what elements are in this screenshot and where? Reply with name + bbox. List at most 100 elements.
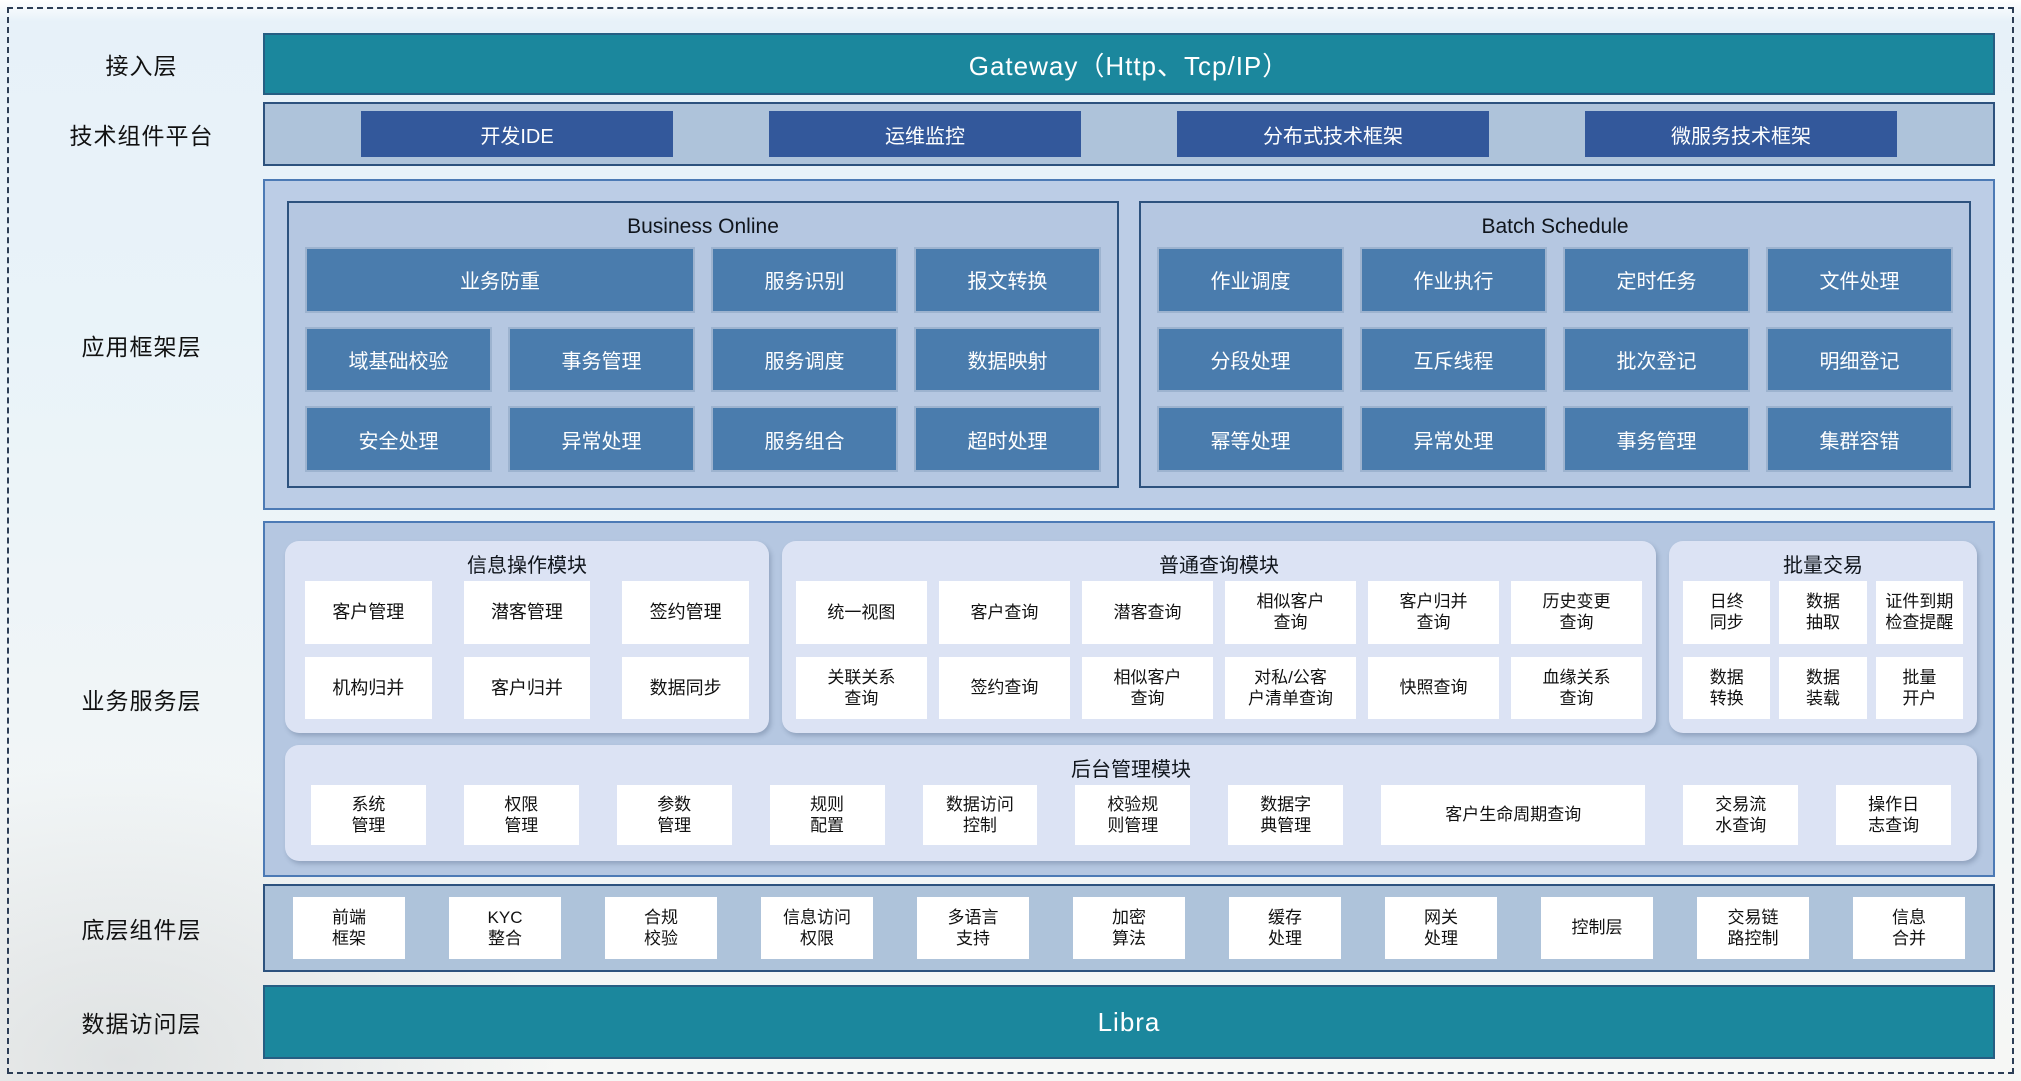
framework-item: 幂等处理	[1157, 406, 1344, 472]
framework-item: 集群容错	[1766, 406, 1953, 472]
base-component-item: 合规 校验	[605, 897, 717, 959]
admin-module-title: 后台管理模块	[1071, 758, 1191, 781]
common-query-title: 普通查询模块	[1158, 554, 1279, 577]
business-modules-row: 信息操作模块 客户管理潜客管理签约管理机构归并客户归并数据同步 普通查询模块 统…	[285, 541, 1977, 733]
service-item: 日终 同步	[1683, 581, 1771, 644]
service-item: 签约查询	[938, 656, 1070, 719]
service-item: 数据同步	[622, 656, 749, 719]
service-item: 数据 抽取	[1779, 581, 1867, 644]
gateway-bar: Gateway（Http、Tcp/IP）	[263, 33, 1995, 95]
base-component-item: 前端 框架	[293, 897, 405, 959]
service-item: 对私/公客 户清单查询	[1224, 656, 1356, 719]
common-query-module: 普通查询模块 统一视图客户查询潜客查询相似客户 查询客户归并 查询历史变更 查询…	[781, 541, 1657, 733]
framework-item: 报文转换	[914, 247, 1101, 313]
framework-item: 分段处理	[1157, 326, 1344, 393]
service-item: 数据 转换	[1683, 656, 1771, 719]
service-item: 参数 管理	[616, 785, 732, 845]
batch-schedule-grid: 作业调度作业执行定时任务文件处理分段处理互斥线程批次登记明细登记幂等处理异常处理…	[1157, 247, 1953, 472]
tech-platform-item: 运维监控	[769, 111, 1081, 157]
base-component-item: 信息 合并	[1853, 897, 1965, 959]
libra-bar: Libra	[263, 985, 1995, 1059]
service-item: 证件到期 检查提醒	[1875, 581, 1963, 644]
admin-module: 后台管理模块 系统 管理权限 管理参数 管理规则 配置数据访问 控制校验规 则管…	[285, 745, 1977, 861]
service-item: 客户归并	[463, 656, 591, 719]
framework-item: 事务管理	[508, 326, 695, 393]
framework-item: 作业调度	[1157, 247, 1344, 313]
batch-trade-grid: 日终 同步数据 抽取证件到期 检查提醒数据 转换数据 装载批量 开户	[1683, 581, 1963, 719]
service-item: 潜客管理	[463, 581, 591, 644]
tech-platform-item: 分布式技术框架	[1177, 111, 1489, 157]
business-online-title: Business Online	[627, 215, 779, 238]
framework-item: 服务调度	[711, 326, 898, 393]
service-item: 客户管理	[305, 581, 432, 644]
framework-item: 数据映射	[914, 326, 1101, 393]
service-item: 血缘关系 查询	[1511, 656, 1643, 719]
service-item: 关联关系 查询	[795, 656, 927, 719]
service-item: 统一视图	[795, 581, 927, 644]
base-component-item: 控制层	[1541, 897, 1653, 959]
service-item: 权限 管理	[463, 785, 579, 845]
framework-item: 服务识别	[711, 247, 898, 313]
data-access-row: 数据访问层 Libra	[20, 985, 1995, 1059]
tech-platform-row: 技术组件平台 开发IDE 运维监控 分布式技术框架 微服务技术框架	[20, 102, 1995, 166]
tech-platform-panel: 开发IDE 运维监控 分布式技术框架 微服务技术框架	[263, 102, 1995, 166]
framework-item: 异常处理	[1360, 406, 1547, 472]
framework-item: 安全处理	[305, 406, 492, 472]
base-component-item: 交易链 路控制	[1697, 897, 1809, 959]
framework-item: 明细登记	[1766, 326, 1953, 393]
info-operation-module: 信息操作模块 客户管理潜客管理签约管理机构归并客户归并数据同步	[285, 541, 769, 733]
framework-item: 服务组合	[711, 406, 898, 472]
base-component-item: 加密 算法	[1073, 897, 1185, 959]
tech-platform-label: 技术组件平台	[69, 123, 214, 149]
service-item: 机构归并	[305, 656, 432, 719]
batch-trade-module: 批量交易 日终 同步数据 抽取证件到期 检查提醒数据 转换数据 装载批量 开户	[1669, 541, 1977, 733]
framework-item: 批次登记	[1563, 326, 1750, 393]
batch-schedule-title: Batch Schedule	[1481, 215, 1629, 238]
service-item: 客户归并 查询	[1368, 581, 1500, 644]
base-component-item: 网关 处理	[1385, 897, 1497, 959]
base-component-item: 缓存 处理	[1229, 897, 1341, 959]
tech-platform-item: 开发IDE	[361, 111, 673, 157]
service-item: 历史变更 查询	[1511, 581, 1643, 644]
admin-module-grid: 系统 管理权限 管理参数 管理规则 配置数据访问 控制校验规 则管理数据字 典管…	[299, 785, 1963, 847]
framework-item: 文件处理	[1766, 247, 1953, 313]
app-framework-label: 应用框架层	[81, 333, 202, 360]
framework-item: 定时任务	[1563, 247, 1750, 313]
framework-item: 域基础校验	[305, 326, 492, 393]
base-component-item: 信息访问 权限	[761, 897, 873, 959]
service-item: 潜客查询	[1081, 581, 1213, 644]
base-components-panel: 前端 框架 KYC 整合合规 校验信息访问 权限多语言 支持加密 算法缓存 处理网…	[263, 884, 1995, 972]
service-item: 数据访问 控制	[922, 785, 1038, 845]
service-item: 客户生命周期查询	[1381, 785, 1646, 845]
business-service-row: 业务服务层 信息操作模块 客户管理潜客管理签约管理机构归并客户归并数据同步 普通…	[20, 521, 1995, 877]
business-online-section: Business Online 业务防重服务识别报文转换域基础校验事务管理服务调…	[287, 201, 1119, 488]
framework-item: 业务防重	[305, 247, 695, 313]
service-item: 规则 配置	[769, 785, 885, 845]
base-component-item: 多语言 支持	[917, 897, 1029, 959]
base-component-item: KYC 整合	[449, 897, 561, 959]
gateway-title: Gateway（Http、Tcp/IP）	[968, 50, 1290, 81]
framework-item: 作业执行	[1360, 247, 1547, 313]
data-access-label: 数据访问层	[81, 1011, 202, 1037]
common-query-grid: 统一视图客户查询潜客查询相似客户 查询客户归并 查询历史变更 查询关联关系 查询…	[795, 581, 1643, 719]
access-layer-label: 接入层	[105, 53, 178, 79]
business-service-label: 业务服务层	[81, 688, 202, 714]
info-operation-grid: 客户管理潜客管理签约管理机构归并客户归并数据同步	[299, 581, 755, 719]
batch-schedule-section: Batch Schedule 作业调度作业执行定时任务文件处理分段处理互斥线程批…	[1139, 201, 1971, 488]
service-item: 系统 管理	[311, 785, 426, 845]
tech-platform-item: 微服务技术框架	[1585, 111, 1897, 157]
framework-item: 异常处理	[508, 406, 695, 472]
service-item: 交易流 水查询	[1683, 785, 1799, 845]
service-item: 相似客户 查询	[1224, 581, 1356, 644]
access-layer-row: 接入层 Gateway（Http、Tcp/IP）	[20, 33, 1995, 95]
app-framework-row: 应用框架层 Business Online 业务防重服务识别报文转换域基础校验事…	[20, 179, 1995, 510]
service-item: 数据字 典管理	[1228, 785, 1344, 845]
app-framework-panel: Business Online 业务防重服务识别报文转换域基础校验事务管理服务调…	[263, 179, 1995, 510]
service-item: 相似客户 查询	[1081, 656, 1213, 719]
service-item: 操作日 志查询	[1836, 785, 1952, 845]
framework-item: 互斥线程	[1360, 326, 1547, 393]
service-item: 签约管理	[622, 581, 749, 644]
business-service-panel: 信息操作模块 客户管理潜客管理签约管理机构归并客户归并数据同步 普通查询模块 统…	[263, 521, 1995, 877]
business-online-grid: 业务防重服务识别报文转换域基础校验事务管理服务调度数据映射安全处理异常处理服务组…	[305, 247, 1101, 472]
